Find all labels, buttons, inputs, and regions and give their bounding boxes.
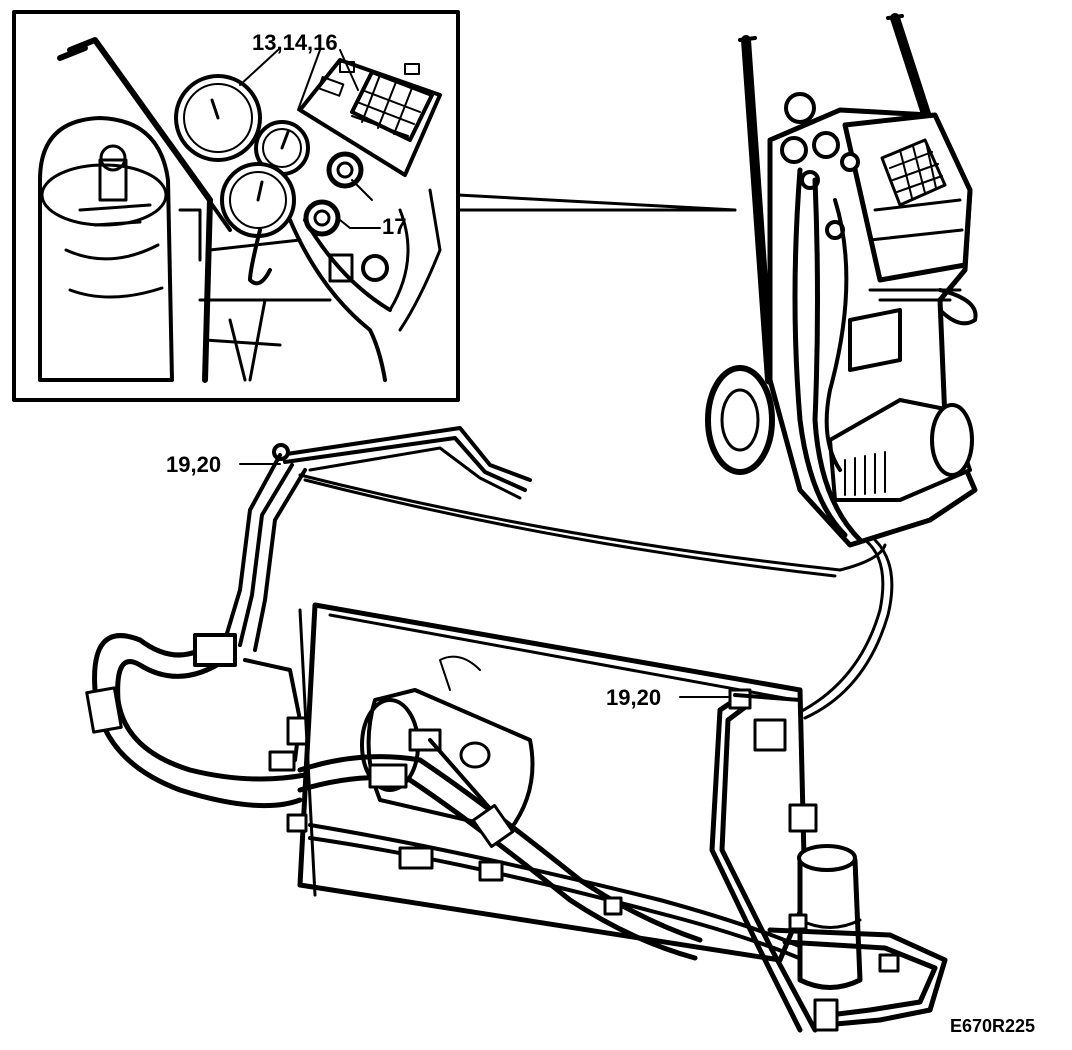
service-station — [705, 13, 978, 548]
inset-detail — [12, 10, 460, 402]
callout-lp-port: 19,20 — [606, 685, 662, 710]
pressure-gauges — [174, 74, 310, 238]
service-hoses — [298, 473, 894, 720]
leader-valve-2 — [351, 179, 373, 201]
leader-gauges-1 — [239, 49, 279, 86]
control-panel — [298, 58, 442, 177]
callout-hp-port: 19,20 — [166, 452, 222, 477]
leader-gauges-2 — [297, 49, 321, 111]
condenser — [286, 602, 832, 972]
callout-valve: 17 — [382, 214, 407, 239]
gas-cylinder — [38, 116, 174, 382]
leader-valve — [339, 219, 381, 229]
drier-pipes — [709, 688, 948, 1033]
service-valves — [303, 151, 389, 283]
figure-id: E670R225 — [950, 1016, 1036, 1036]
inset-pointer-line — [456, 193, 737, 212]
callout-gauges: 13,14,16 — [252, 30, 338, 55]
leader-gauges-3 — [339, 49, 359, 91]
refrigerant-pipes — [85, 426, 532, 809]
